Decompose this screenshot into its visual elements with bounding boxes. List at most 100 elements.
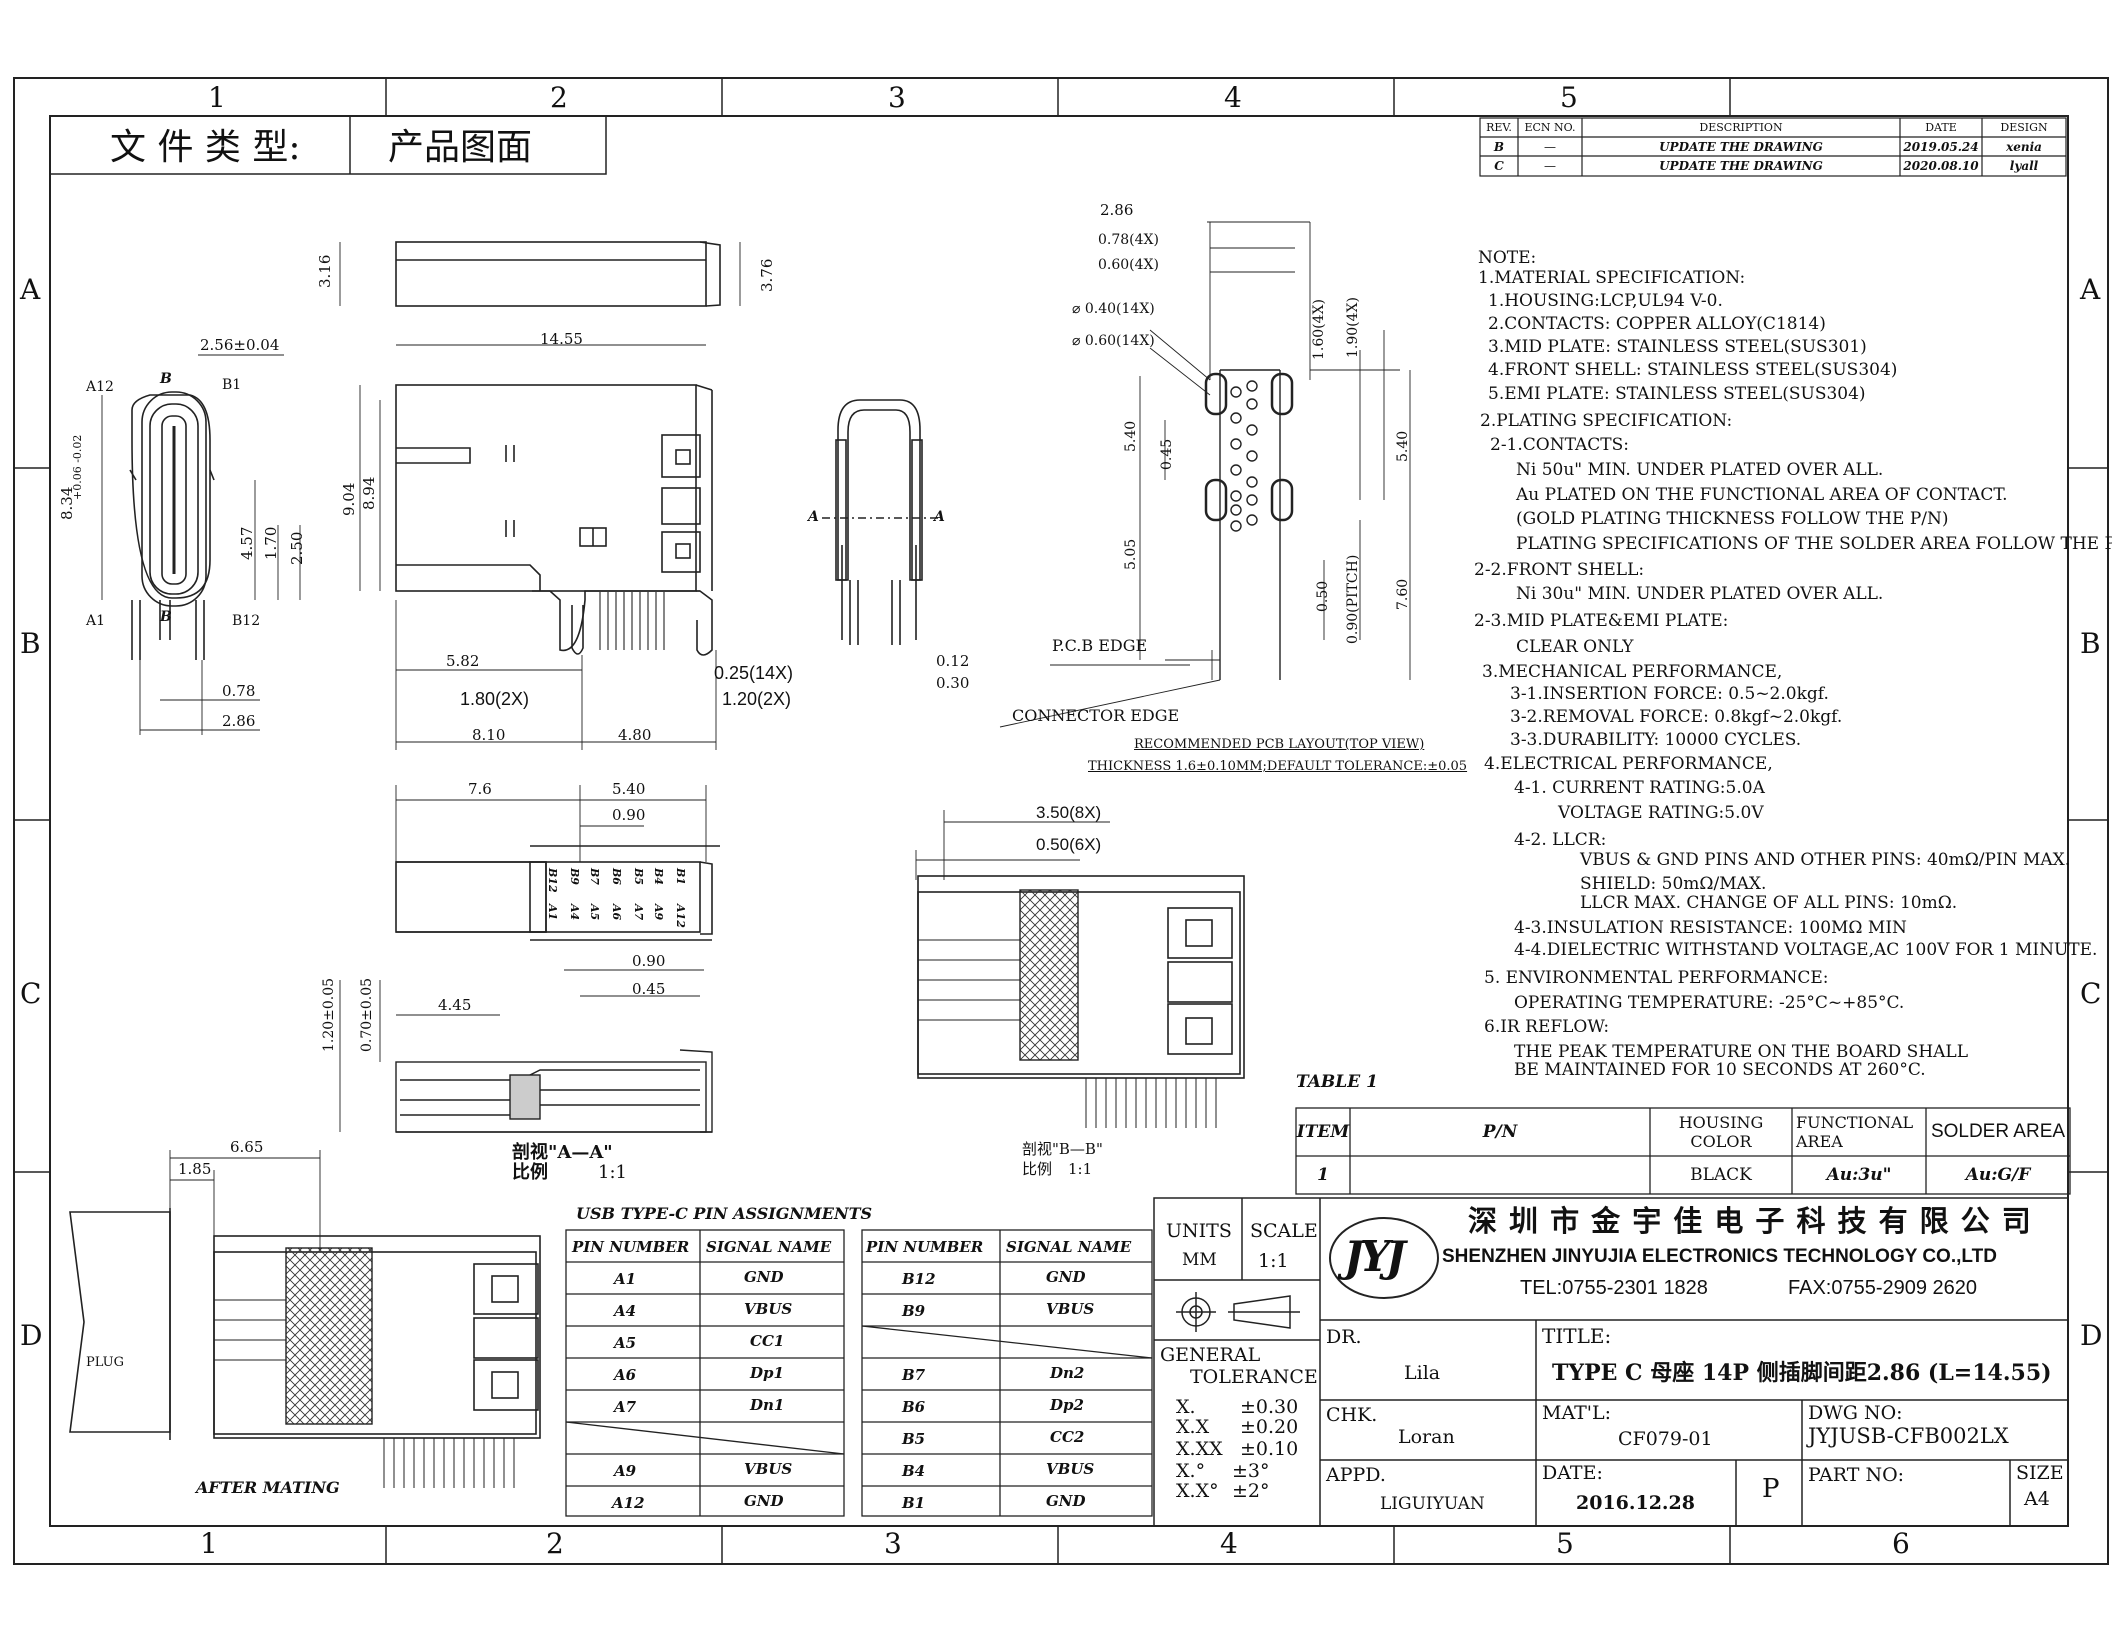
pin-label-bottom: A1 [546, 904, 559, 921]
tol-xx-val: ±0.20 [1240, 1416, 1299, 1438]
label-b-top: B [160, 371, 172, 387]
section-a-left: A [808, 509, 819, 525]
section-aa-scale: 1:1 [598, 1162, 627, 1183]
section-bb-scale-label: 比例 [1022, 1160, 1053, 1178]
pin-label-top: B9 [568, 868, 581, 885]
tol-xxx-val: ±0.10 [1240, 1438, 1299, 1460]
after-mating-caption: AFTER MATING [196, 1478, 340, 1497]
tol-xdeg-key: X.X° [1176, 1480, 1219, 1502]
sig-a1: GND [744, 1268, 784, 1286]
label-a12: A12 [86, 379, 114, 395]
rev-row-b-date: 2019.05.24 [1903, 139, 1979, 154]
note-line: 4-4.DIELECTRIC WITHSTAND VOLTAGE,AC 100V… [1514, 940, 2098, 960]
rev-header-rev: REV. [1486, 121, 1512, 134]
note-line: Au PLATED ON THE FUNCTIONAL AREA OF CONT… [1516, 485, 2008, 505]
zone-row-d-left: D [20, 1319, 43, 1352]
drawn-by: Lila [1404, 1362, 1441, 1384]
dim-5-82: 5.82 [446, 652, 480, 670]
dim-4-80: 4.80 [618, 726, 652, 744]
pin-label-top: B12 [546, 868, 559, 893]
dim-3-16: 3.16 [316, 254, 334, 288]
pin-header-left-sig: SIGNAL NAME [706, 1238, 832, 1256]
pin-label-top: B4 [652, 868, 665, 885]
note-line: VOLTAGE RATING:5.0V [1558, 803, 1764, 823]
front-view-dims [101, 354, 301, 735]
note-line: VBUS & GND PINS AND OTHER PINS: 40mΩ/PIN… [1580, 850, 2071, 870]
dim-4-57: 4.57 [238, 526, 256, 560]
dim-4-45: 4.45 [438, 996, 472, 1014]
dim-1-85: 1.85 [178, 1160, 212, 1178]
zone-col-1-top: 1 [208, 81, 226, 114]
rev-row-b-rev: B [1493, 139, 1505, 154]
company-fax: FAX:0755-2909 2620 [1788, 1277, 1978, 1299]
checked-by: Loran [1398, 1426, 1455, 1448]
section-view-a [822, 399, 940, 645]
table-1-grid [1295, 1107, 2071, 1195]
units-label: UNITS [1166, 1220, 1232, 1242]
note-line: 5.EMI PLATE: STAINLESS STEEL(SUS304) [1488, 384, 1866, 404]
dim-8-94: 8.94 [360, 476, 378, 510]
dim-2-50: 2.50 [288, 531, 306, 565]
table-1-solder: Au:G/F [1965, 1165, 2031, 1185]
dim-1-20-2x: 1.20(2X) [722, 689, 792, 709]
pin-label-bottom: A5 [588, 904, 601, 921]
rev-header-ecn: ECN NO. [1524, 121, 1576, 134]
note-line: 5. ENVIRONMENTAL PERFORMANCE: [1484, 968, 1829, 988]
section-view-aa [395, 1049, 713, 1133]
note-line: 1.MATERIAL SPECIFICATION: [1478, 268, 1746, 288]
part-no-label: PART NO: [1808, 1464, 1905, 1486]
pin-label-bottom: A4 [568, 904, 581, 921]
tolerance-label: TOLERANCE [1190, 1366, 1318, 1388]
connector-edge-label: CONNECTOR EDGE [1012, 706, 1180, 725]
note-line: THE PEAK TEMPERATURE ON THE BOARD SHALL [1514, 1042, 1969, 1062]
company-name-cn: 深 圳 市 金 宇 佳 电 子 科 技 有 限 公 司 [1468, 1206, 2033, 1238]
table-1-header-functional: FUNCTIONAL AREA [1796, 1113, 1914, 1151]
table-1-housing: BLACK [1690, 1165, 1752, 1185]
table-1-item: 1 [1317, 1165, 1329, 1185]
pin-b6: B6 [902, 1398, 926, 1416]
pin-a12: A12 [612, 1494, 645, 1512]
pin-label-top: B7 [588, 868, 601, 885]
label-b12: B12 [232, 613, 261, 629]
note-line: 6.IR REFLOW: [1484, 1017, 1610, 1037]
doc-type-value: 产品图面 [388, 127, 533, 168]
zone-col-2-bottom: 2 [546, 1527, 564, 1560]
dim-5-40: 5.40 [612, 780, 646, 798]
sig-b4: VBUS [1046, 1460, 1095, 1478]
zone-col-3-bottom: 3 [884, 1527, 902, 1560]
side-view-dims [339, 242, 741, 750]
dim-0-30: 0.30 [936, 674, 970, 692]
side-view [395, 384, 713, 656]
bottom-view [395, 845, 720, 941]
pin-label-bottom: A9 [652, 904, 665, 921]
note-line: 2-1.CONTACTS: [1490, 435, 1630, 455]
table-1-header-item: ITEM [1296, 1122, 1350, 1142]
note-line: 2.PLATING SPECIFICATION: [1480, 411, 1733, 431]
sig-b7: Dn2 [1050, 1364, 1085, 1382]
zone-row-d-right: D [2080, 1319, 2103, 1352]
dim-3-76: 3.76 [758, 258, 776, 292]
dim-0-45: 0.45 [632, 980, 666, 998]
pin-a5: A5 [614, 1334, 637, 1352]
section-a-right: A [934, 509, 945, 525]
dim-1-80-2x: 1.80(2X) [460, 689, 530, 709]
dwg-no-value: JYJUSB-CFB002LX [1808, 1424, 2009, 1448]
dim-0-25-14x: 0.25(14X) [714, 663, 794, 683]
zone-row-c-left: C [20, 977, 42, 1010]
note-line: 2-2.FRONT SHELL: [1474, 560, 1645, 580]
pcb-layout [1204, 369, 1294, 680]
rev-row-c-date: 2020.08.10 [1903, 159, 1979, 173]
pin-label-bottom: A7 [632, 904, 645, 921]
tol-x-key: X. [1176, 1396, 1196, 1418]
pin-b1: B1 [902, 1494, 926, 1512]
zone-row-a-left: A [20, 273, 41, 306]
date-value: 2016.12.28 [1576, 1492, 1695, 1514]
table-1-header-solder: SOLDER AREA [1930, 1121, 2066, 1142]
sig-a12: GND [744, 1492, 784, 1510]
zone-row-b-right: B [2080, 627, 2101, 660]
tol-xx-key: X.X [1176, 1416, 1210, 1438]
title-block-grid [1153, 1197, 2069, 1527]
note-line: (GOLD PLATING THICKNESS FOLLOW THE P/N) [1516, 509, 1949, 529]
table-1-title: TABLE 1 [1296, 1072, 1378, 1092]
